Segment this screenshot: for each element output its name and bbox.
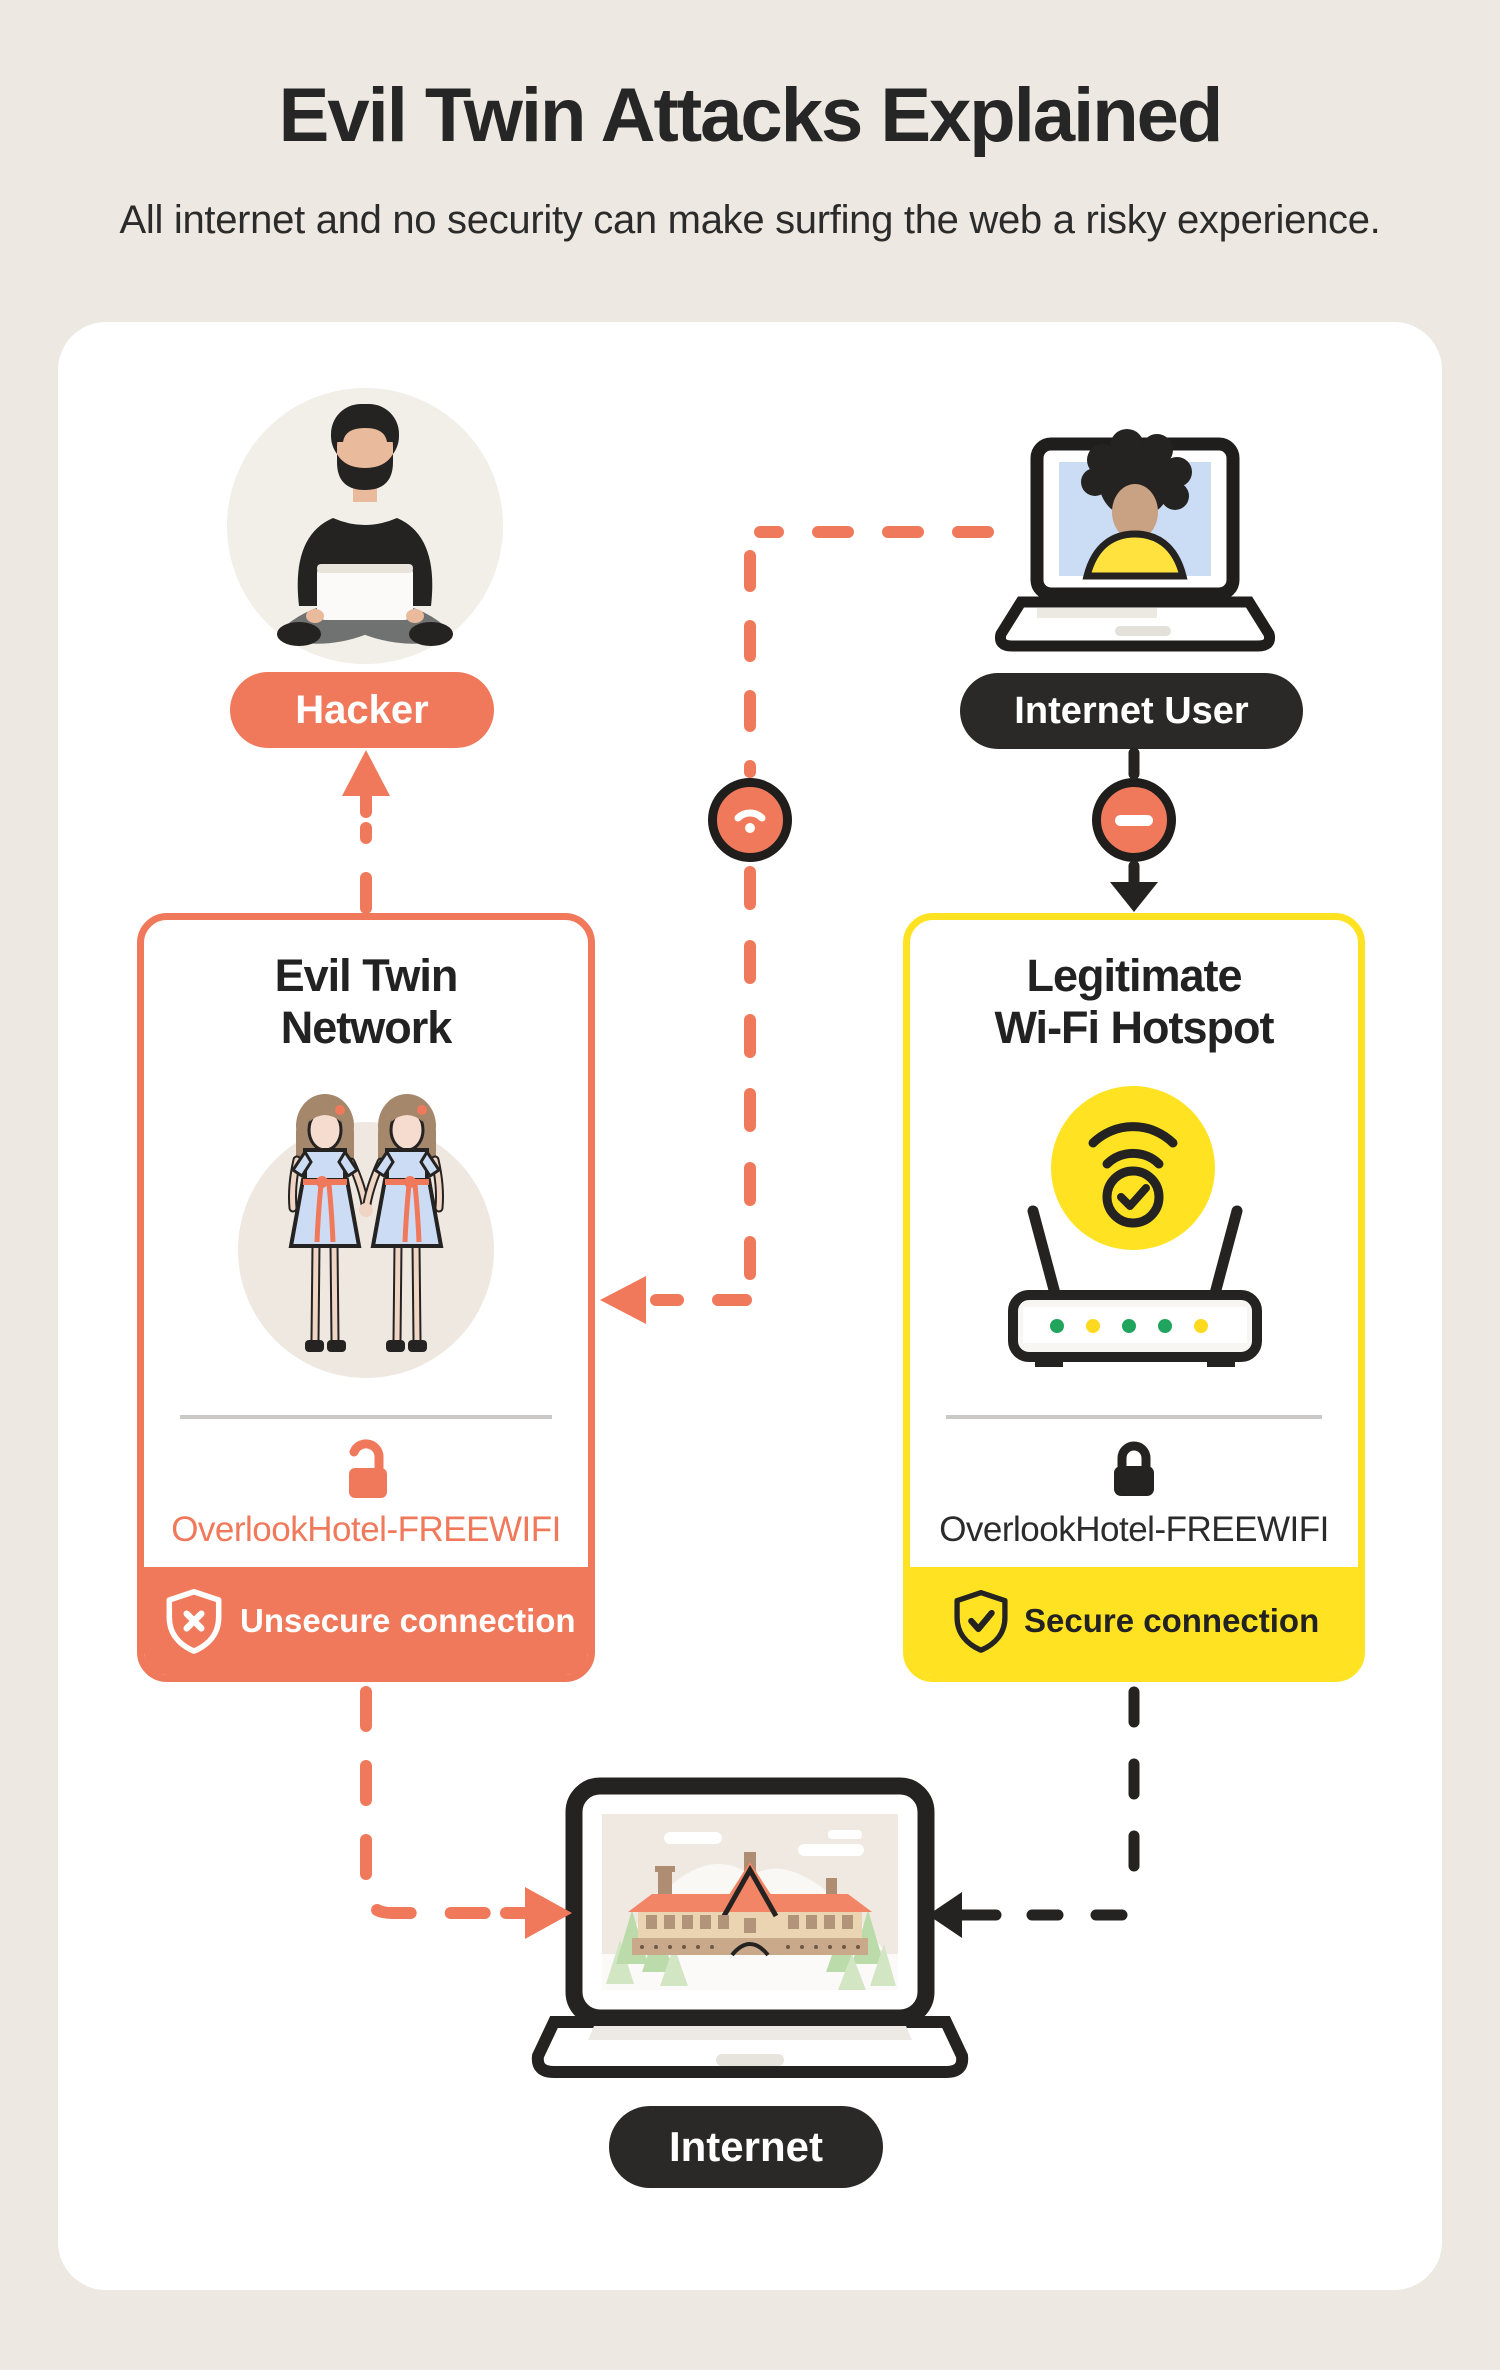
unlocked-padlock-icon xyxy=(349,1439,387,1498)
hotel-illustration xyxy=(602,1814,898,1990)
legitimate-title-line2: Wi-Fi Hotspot xyxy=(994,1002,1274,1054)
internet-laptop-illustration xyxy=(531,1777,969,2078)
wifi-icon xyxy=(708,778,792,862)
wifi-glyph xyxy=(734,809,766,833)
legitimate-hotspot-box: Legitimate Wi-Fi Hotspot xyxy=(903,913,1365,1682)
legit-ssid: OverlookHotel-FREEWIFI xyxy=(939,1510,1329,1549)
internet-user-illustration xyxy=(995,429,1275,652)
hacker-illustration xyxy=(227,388,503,664)
evil-twin-box: Evil Twin Network xyxy=(137,913,595,1682)
page-subtitle: All internet and no security can make su… xyxy=(119,198,1381,242)
wifi-check-icon xyxy=(1051,1086,1215,1250)
legitimate-title-line1: Legitimate xyxy=(1026,950,1242,1001)
divider xyxy=(180,1415,552,1419)
twins-illustration xyxy=(238,1094,494,1378)
secure-label: Secure connection xyxy=(1024,1602,1320,1639)
hacker-label-text: Hacker xyxy=(295,687,429,732)
hacker-label: Hacker xyxy=(230,672,494,748)
divider xyxy=(946,1415,1322,1419)
internet-user-label-text: Internet User xyxy=(1014,689,1249,732)
evil-twin-title-line1: Evil Twin xyxy=(274,950,459,1001)
internet-label-text: Internet xyxy=(668,2123,823,2170)
evil-twin-title-line2: Network xyxy=(280,1002,453,1054)
router-illustration xyxy=(1008,1205,1262,1367)
secure-banner: Secure connection xyxy=(910,1567,1358,1675)
legitimate-title: Legitimate Wi-Fi Hotspot xyxy=(910,950,1358,1054)
evil-ssid: OverlookHotel-FREEWIFI xyxy=(171,1510,561,1549)
unsecure-banner: Unsecure connection xyxy=(144,1567,588,1675)
evil-twin-title: Evil Twin Network xyxy=(144,950,588,1054)
minus-icon xyxy=(1092,778,1176,862)
shield-check-icon xyxy=(954,1590,1008,1653)
page-title: Evil Twin Attacks Explained xyxy=(278,73,1224,158)
minus-glyph xyxy=(1115,814,1153,826)
shield-x-icon xyxy=(166,1588,222,1654)
internet-user-label: Internet User xyxy=(960,673,1303,749)
unsecure-label: Unsecure connection xyxy=(240,1602,576,1639)
locked-padlock-icon xyxy=(1114,1441,1154,1496)
internet-label: Internet xyxy=(609,2106,883,2188)
